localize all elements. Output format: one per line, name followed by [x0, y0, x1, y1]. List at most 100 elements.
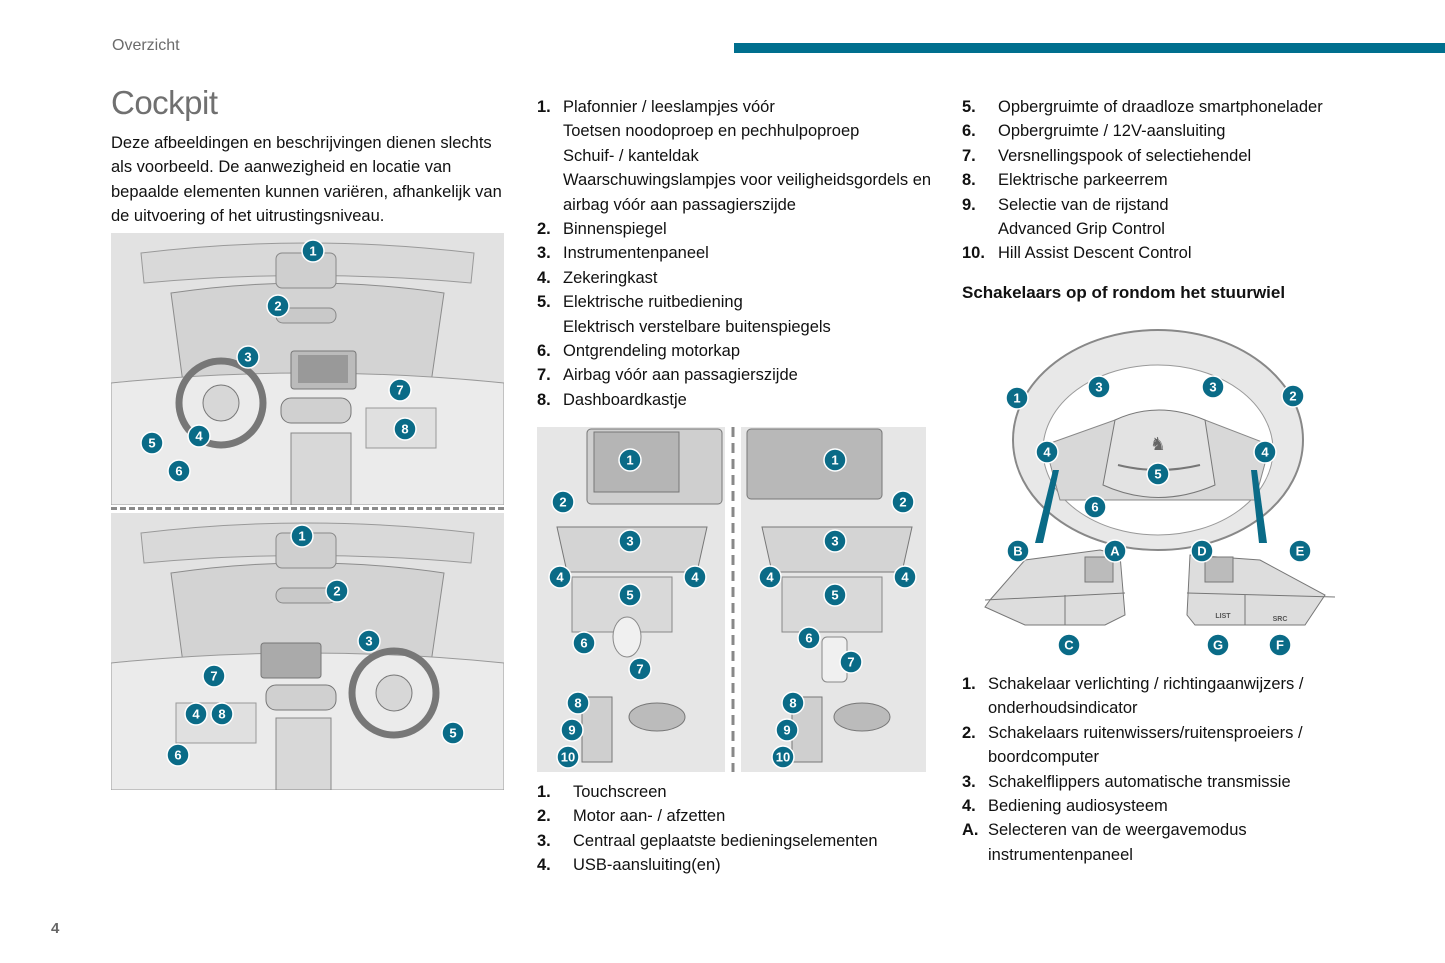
item-number: A. [962, 821, 979, 840]
svg-text:10: 10 [776, 750, 790, 765]
item-number: 8. [537, 390, 551, 409]
item-text: Motor aan- / afzetten [573, 807, 726, 826]
svg-text:4: 4 [766, 570, 774, 585]
callout-7-left: 7 [628, 657, 652, 681]
list-item: 1.Touchscreen [537, 780, 937, 804]
list-item: 3.Centraal geplaatste bedieningselemente… [537, 829, 937, 853]
callout-4-left-b: 4 [683, 565, 707, 589]
item-number: 1. [537, 98, 551, 116]
item-text: Selecteren van de weergavemodus [988, 821, 1247, 840]
item-text: Toetsen noodoproep en pechhulpoproep [563, 122, 860, 141]
svg-text:6: 6 [580, 636, 587, 651]
callout-4-left: 4 [1035, 440, 1059, 464]
callout-5: 5 [1146, 462, 1170, 486]
item-text: onderhoudsindicator [988, 699, 1138, 718]
svg-text:4: 4 [901, 570, 909, 585]
list-item: 2.Binnenspiegel [537, 217, 937, 241]
item-text: Schakelaar verlichting / richtingaanwijz… [988, 675, 1304, 693]
svg-text:F: F [1276, 638, 1284, 653]
callout-A: A [1103, 539, 1127, 563]
svg-text:8: 8 [789, 696, 796, 711]
callout-3: 3 [357, 629, 381, 653]
callout-2: 2 [325, 579, 349, 603]
svg-text:3: 3 [1095, 380, 1102, 395]
item-text: Touchscreen [573, 783, 667, 801]
list-item: 4.Zekeringkast [537, 266, 937, 290]
callout-1: 1 [290, 524, 314, 548]
item-text: USB-aansluiting(en) [573, 856, 721, 875]
list-item: 4.Bediening audiosysteem [962, 794, 1342, 818]
callout-4-left-a: 4 [548, 565, 572, 589]
item-text: Dashboardkastje [563, 390, 687, 409]
svg-text:8: 8 [401, 422, 408, 437]
figure-divider [111, 507, 504, 510]
item-number: 6. [962, 122, 976, 141]
callout-4-right: 4 [1253, 440, 1277, 464]
item-number: 6. [537, 342, 551, 361]
steering-legend-list: 1.Schakelaar verlichting / richtingaanwi… [962, 672, 1342, 867]
item-number: 10. [962, 244, 985, 263]
callout-6-right: 6 [797, 626, 821, 650]
callout-5-left: 5 [618, 583, 642, 607]
svg-text:9: 9 [783, 723, 790, 738]
item-number: 2. [537, 807, 551, 826]
steering-heading: Schakelaars op of rondom het stuurwiel [962, 283, 1286, 302]
svg-text:8: 8 [574, 696, 581, 711]
svg-text:5: 5 [1154, 467, 1161, 482]
cockpit-rhd-illustration: 1 2 3 4 8 5 6 7 [111, 513, 504, 790]
svg-text:7: 7 [847, 655, 854, 670]
svg-text:3: 3 [1209, 380, 1216, 395]
svg-text:3: 3 [365, 634, 372, 649]
svg-text:2: 2 [274, 299, 281, 314]
item-text: airbag vóór aan passagierszijde [563, 195, 796, 214]
callout-9-left: 9 [560, 718, 584, 742]
callout-5: 5 [140, 431, 164, 455]
svg-text:1: 1 [309, 244, 316, 259]
callout-8-left: 8 [566, 691, 590, 715]
callout-10-left: 10 [556, 745, 580, 769]
svg-text:3: 3 [626, 534, 633, 549]
list-button-label: LIST [1215, 613, 1231, 620]
svg-text:10: 10 [561, 750, 575, 765]
svg-text:2: 2 [333, 584, 340, 599]
svg-text:3: 3 [831, 534, 838, 549]
item-number: 3. [962, 772, 976, 791]
item-number: 5. [537, 293, 551, 312]
list-item: 7.Airbag vóór aan passagierszijde [537, 363, 937, 387]
callout-D: D [1190, 539, 1214, 563]
item-number: 8. [962, 171, 976, 190]
callout-2: 2 [1281, 384, 1305, 408]
callout-3: 3 [236, 345, 260, 369]
svg-text:6: 6 [175, 464, 182, 479]
src-button-label: SRC [1273, 616, 1288, 623]
callout-3-right: 3 [1201, 375, 1225, 399]
list-item: 8. Dashboardkastje [537, 388, 937, 412]
item-text: Bediening audiosysteem [988, 797, 1168, 816]
item-text: Hill Assist Descent Control [998, 244, 1192, 263]
item-text: Opbergruimte of draadloze smartphonelade… [998, 98, 1323, 116]
callout-3-right: 3 [823, 529, 847, 553]
callout-8: 8 [393, 417, 417, 441]
svg-text:9: 9 [568, 723, 575, 738]
svg-text:4: 4 [691, 570, 699, 585]
svg-text:1: 1 [1013, 391, 1020, 406]
item-text: Advanced Grip Control [998, 220, 1165, 239]
svg-text:6: 6 [805, 631, 812, 646]
item-text: Waarschuwingslampjes voor veiligheidsgor… [563, 171, 932, 190]
svg-text:6: 6 [174, 748, 181, 763]
svg-text:8: 8 [218, 707, 225, 722]
item-number: 9. [962, 195, 976, 214]
list-item: 6.Opbergruimte / 12V-aansluiting [962, 119, 1362, 143]
svg-text:4: 4 [195, 429, 203, 444]
callout-9-right: 9 [775, 718, 799, 742]
item-text: Plafonnier / leeslampjes vóór [563, 98, 775, 116]
callout-2-left: 2 [551, 490, 575, 514]
svg-text:E: E [1296, 544, 1305, 559]
item-text: Ontgrendeling motorkap [563, 342, 741, 361]
callout-1-left: 1 [618, 448, 642, 472]
callout-4: 4 [184, 702, 208, 726]
